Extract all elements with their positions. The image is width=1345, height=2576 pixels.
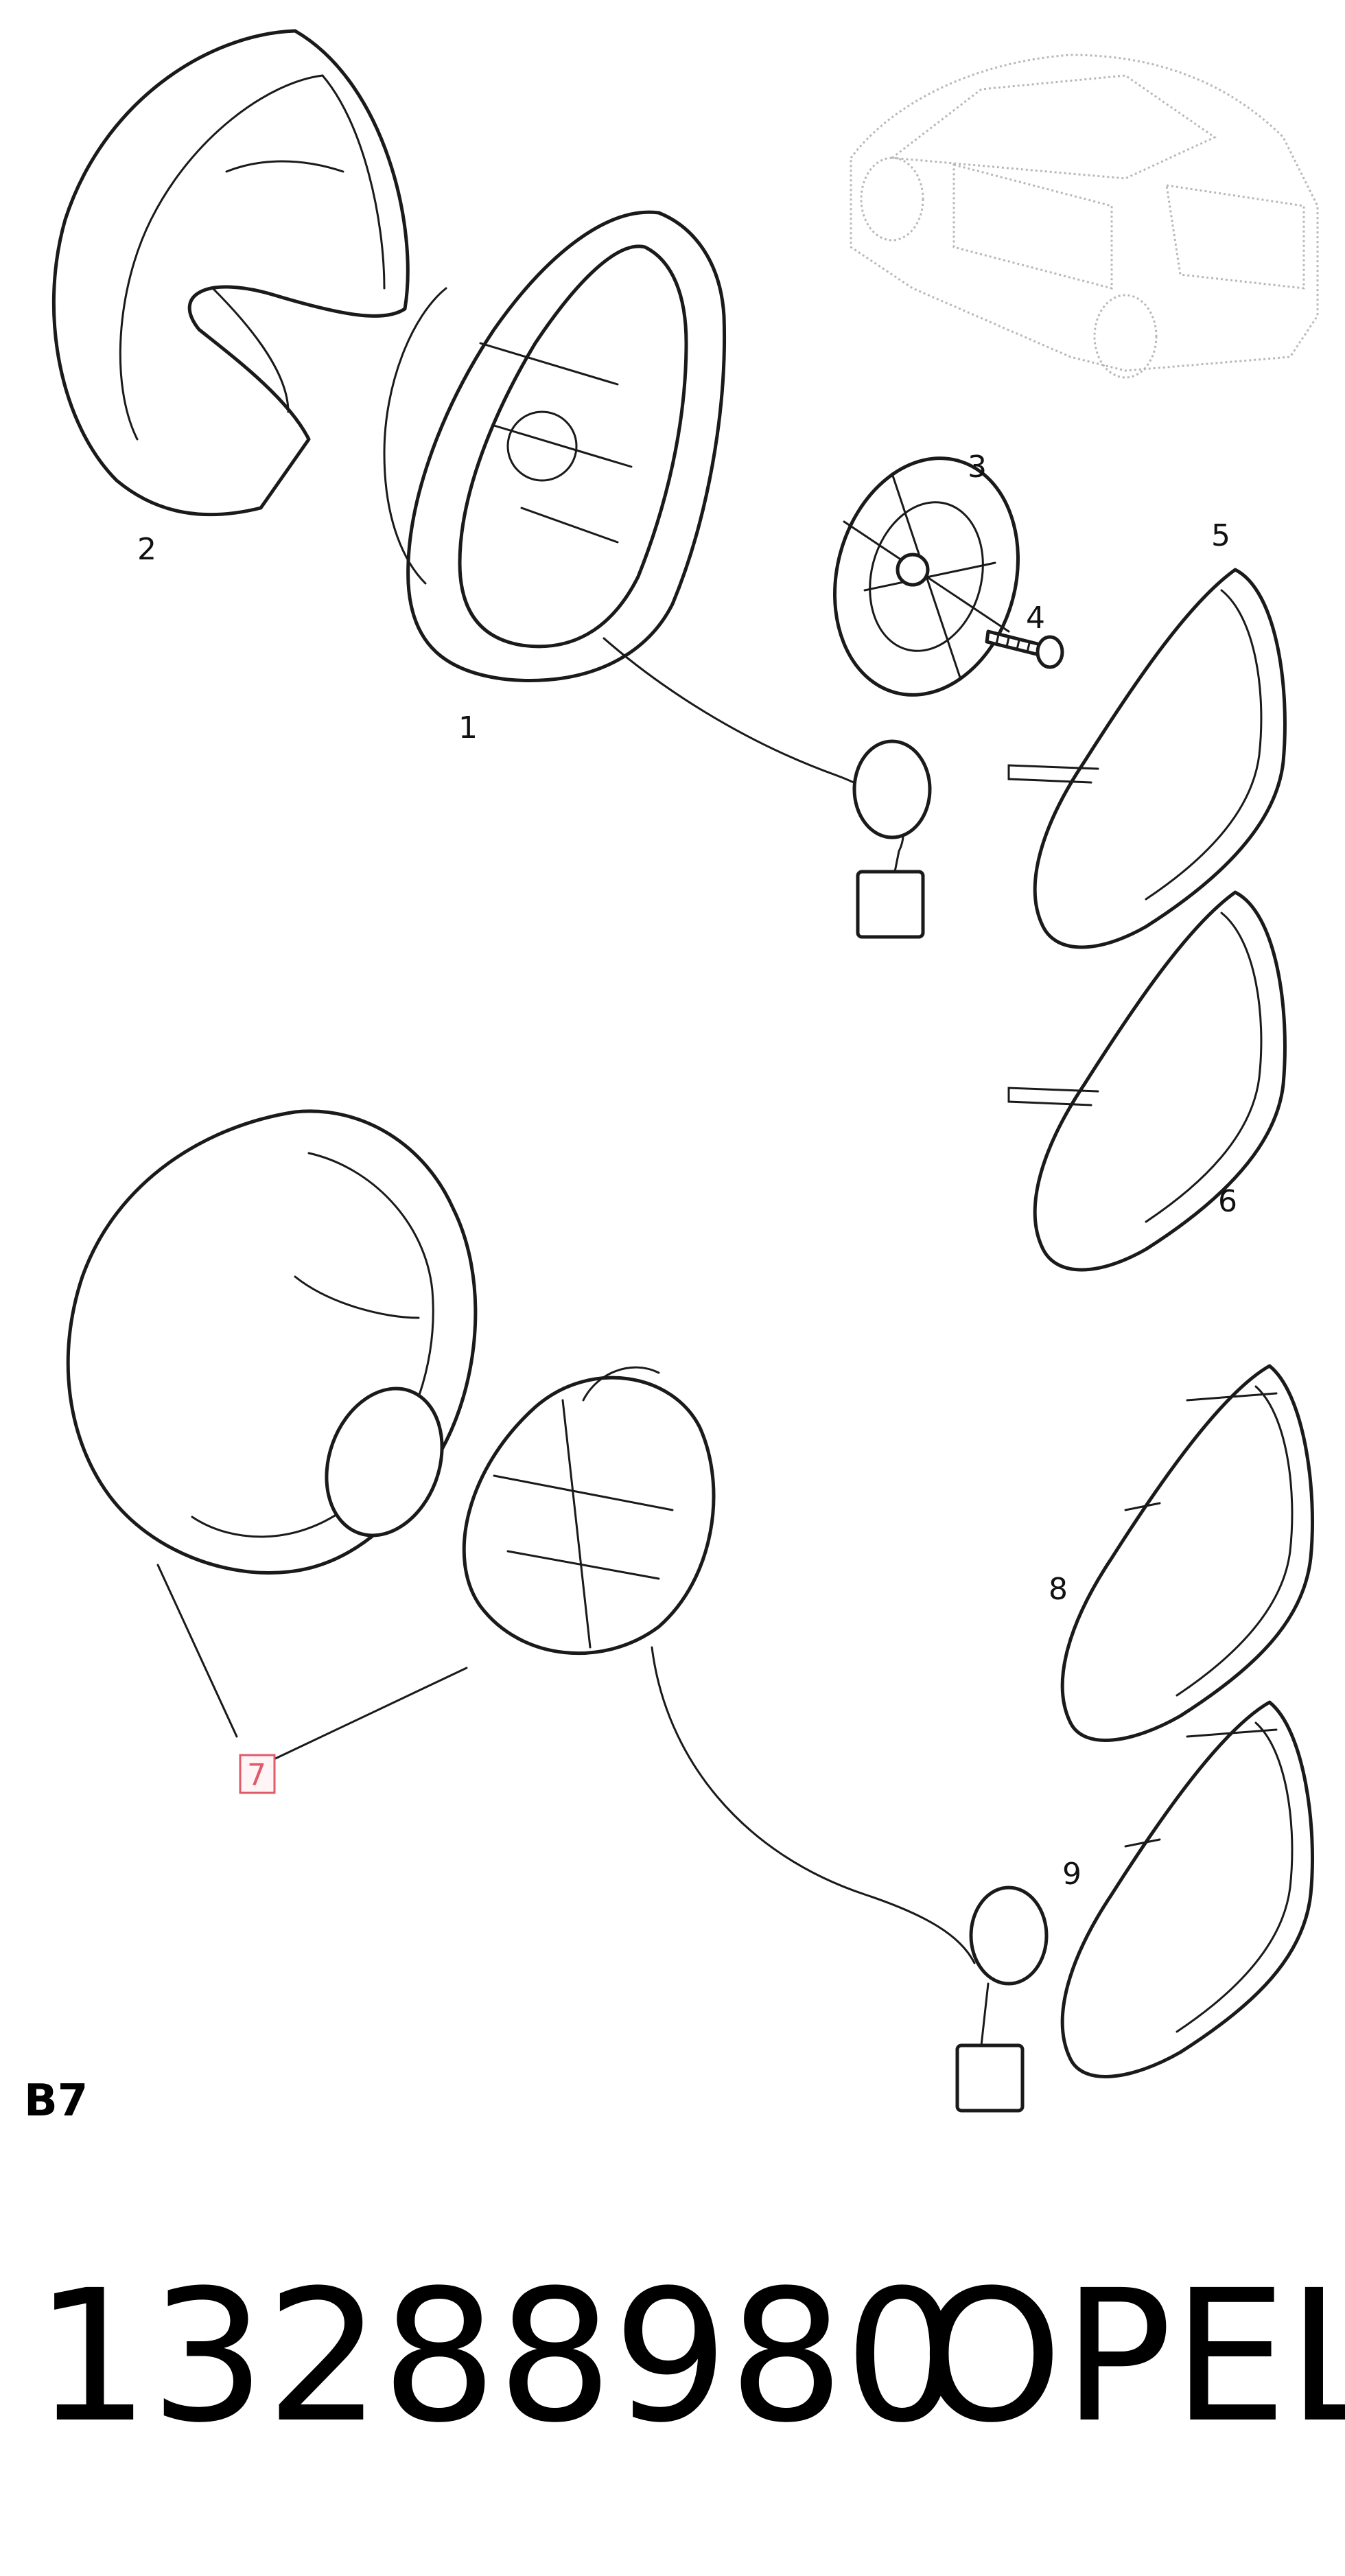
callout-7: 7 (247, 1758, 266, 1793)
part-8-mirror-glass (1060, 1364, 1314, 1742)
part-4-screw (985, 629, 1064, 669)
callout-6: 6 (1218, 1184, 1237, 1219)
part-3-mirror-actuator (833, 456, 1020, 697)
brand-name: OPEL (920, 2251, 1345, 2463)
car-reference-sketch (850, 54, 1319, 379)
part-9-mirror-glass (1060, 1700, 1314, 2078)
part-7-mirror-assembly (66, 1109, 1049, 2113)
section-label: B7 (24, 2076, 88, 2126)
part-number: 13288980 (34, 2251, 960, 2463)
part-2-mirror-cover (51, 29, 410, 517)
callout-8: 8 (1049, 1572, 1068, 1607)
part-5-mirror-glass (1007, 568, 1287, 949)
callout-1: 1 (458, 710, 478, 745)
callout-4: 4 (1026, 601, 1045, 636)
callout-2: 2 (137, 532, 156, 567)
callout-7-highlight-box (239, 1754, 276, 1794)
callout-9: 9 (1062, 1857, 1081, 1892)
callout-5: 5 (1211, 518, 1230, 553)
callout-3: 3 (968, 450, 987, 485)
part-6-mirror-glass (1007, 890, 1287, 1272)
part-1-mirror-housing (383, 210, 932, 939)
